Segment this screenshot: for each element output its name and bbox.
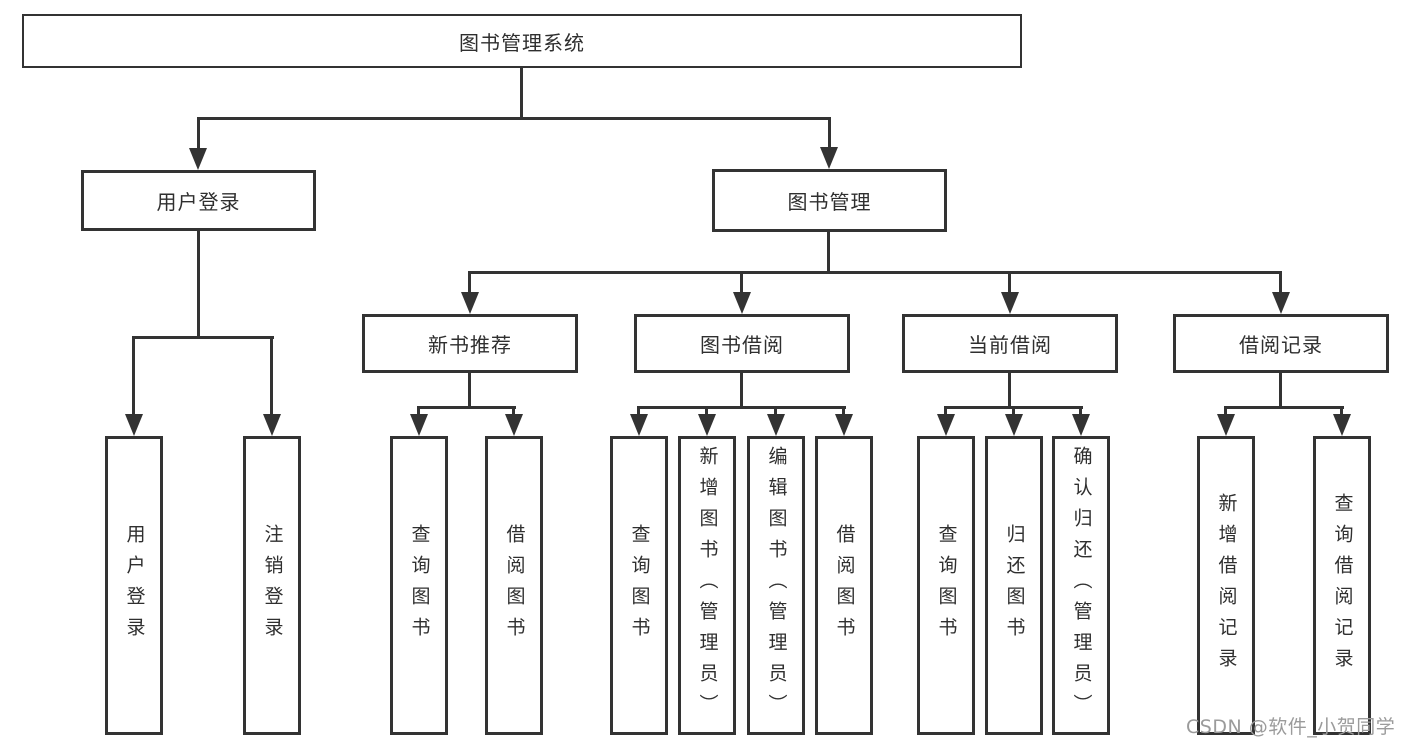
connector-line: [842, 407, 845, 417]
arrowhead-icon: [1333, 414, 1351, 436]
arrowhead-icon: [698, 414, 716, 436]
node-root-system: 图书管理系统: [22, 14, 1022, 68]
node-label: 图书管理系统: [459, 30, 585, 55]
leaf-label: 新增借阅记录: [1215, 492, 1238, 679]
leaf-label: 新增图书（管理员）: [696, 446, 719, 725]
connector-line: [468, 373, 471, 408]
leaf-label: 借阅图书: [833, 523, 856, 648]
connector-line: [1079, 407, 1082, 417]
node-user-login: 用户登录: [81, 170, 316, 231]
connector-line: [132, 336, 274, 339]
arrowhead-icon: [1217, 414, 1235, 436]
leaf-label: 借阅图书: [503, 523, 526, 648]
leaf-query-books-current: 查询图书: [917, 436, 975, 735]
connector-line: [1279, 272, 1282, 294]
connector-line: [468, 271, 1282, 274]
leaf-label: 查询图书: [408, 523, 431, 648]
leaf-label: 注销登录: [261, 523, 284, 648]
node-borrowing-records: 借阅记录: [1173, 314, 1389, 373]
arrowhead-icon: [1005, 414, 1023, 436]
connector-line: [637, 407, 640, 417]
node-new-book-recommendation: 新书推荐: [362, 314, 578, 373]
node-label: 当前借阅: [968, 333, 1052, 357]
node-label: 图书管理: [787, 190, 872, 214]
leaf-query-books-recommend: 查询图书: [390, 436, 448, 735]
csdn-watermark: CSDN @软件_小贺同学: [1186, 716, 1396, 738]
connector-line: [1340, 407, 1343, 417]
node-current-borrowing: 当前借阅: [902, 314, 1118, 373]
leaf-label: 用户登录: [123, 523, 146, 648]
connector-line: [637, 406, 846, 409]
leaf-query-borrow-record: 查询借阅记录: [1313, 436, 1371, 735]
leaf-borrow-books-recommend: 借阅图书: [485, 436, 543, 735]
arrowhead-icon: [1072, 414, 1090, 436]
leaf-add-borrow-record: 新增借阅记录: [1197, 436, 1255, 735]
arrowhead-icon: [263, 414, 281, 436]
node-book-management: 图书管理: [712, 169, 947, 232]
connector-line: [944, 407, 947, 417]
arrowhead-icon: [125, 414, 143, 436]
arrowhead-icon: [189, 148, 207, 170]
leaf-return-books: 归还图书: [985, 436, 1043, 735]
connector-line: [828, 118, 831, 149]
connector-line: [1224, 406, 1344, 409]
connector-line: [132, 337, 135, 415]
connector-line: [520, 68, 523, 118]
connector-line: [1279, 373, 1282, 408]
arrowhead-icon: [630, 414, 648, 436]
arrowhead-icon: [505, 414, 523, 436]
leaf-edit-books-admin: 编辑图书（管理员）: [747, 436, 805, 735]
connector-line: [197, 118, 200, 150]
node-label: 用户登录: [156, 190, 241, 214]
connector-line: [1008, 272, 1011, 294]
leaf-label: 查询图书: [628, 523, 651, 648]
connector-line: [1012, 407, 1015, 417]
connector-line: [740, 373, 743, 408]
leaf-borrow-books: 借阅图书: [815, 436, 873, 735]
arrowhead-icon: [820, 147, 838, 169]
connector-line: [1008, 373, 1011, 408]
connector-line: [705, 407, 708, 417]
leaf-label: 查询借阅记录: [1331, 492, 1354, 679]
arrowhead-icon: [1272, 292, 1290, 314]
connector-line: [197, 231, 200, 337]
arrowhead-icon: [461, 292, 479, 314]
connector-line: [827, 232, 830, 272]
node-book-borrowing: 图书借阅: [634, 314, 850, 373]
connector-line: [512, 407, 515, 417]
connector-line: [270, 337, 273, 415]
connector-line: [774, 407, 777, 417]
leaf-label: 归还图书: [1003, 523, 1026, 648]
node-label: 新书推荐: [428, 333, 512, 357]
arrowhead-icon: [767, 414, 785, 436]
leaf-query-books-borrow: 查询图书: [610, 436, 668, 735]
arrowhead-icon: [835, 414, 853, 436]
leaf-add-books-admin: 新增图书（管理员）: [678, 436, 736, 735]
connector-line: [417, 406, 516, 409]
leaf-label: 查询图书: [935, 523, 958, 648]
arrowhead-icon: [733, 292, 751, 314]
connector-line: [1224, 407, 1227, 417]
leaf-user-login: 用户登录: [105, 436, 163, 735]
connector-line: [468, 272, 471, 294]
leaf-label: 编辑图书（管理员）: [765, 446, 788, 725]
node-label: 图书借阅: [700, 333, 784, 357]
arrowhead-icon: [937, 414, 955, 436]
leaf-label: 确认归还（管理员）: [1070, 446, 1093, 725]
arrowhead-icon: [410, 414, 428, 436]
connector-line: [197, 117, 831, 120]
connector-line: [417, 407, 420, 417]
connector-line: [740, 272, 743, 294]
leaf-confirm-return-admin: 确认归还（管理员）: [1052, 436, 1110, 735]
leaf-logout: 注销登录: [243, 436, 301, 735]
arrowhead-icon: [1001, 292, 1019, 314]
node-label: 借阅记录: [1239, 333, 1323, 357]
